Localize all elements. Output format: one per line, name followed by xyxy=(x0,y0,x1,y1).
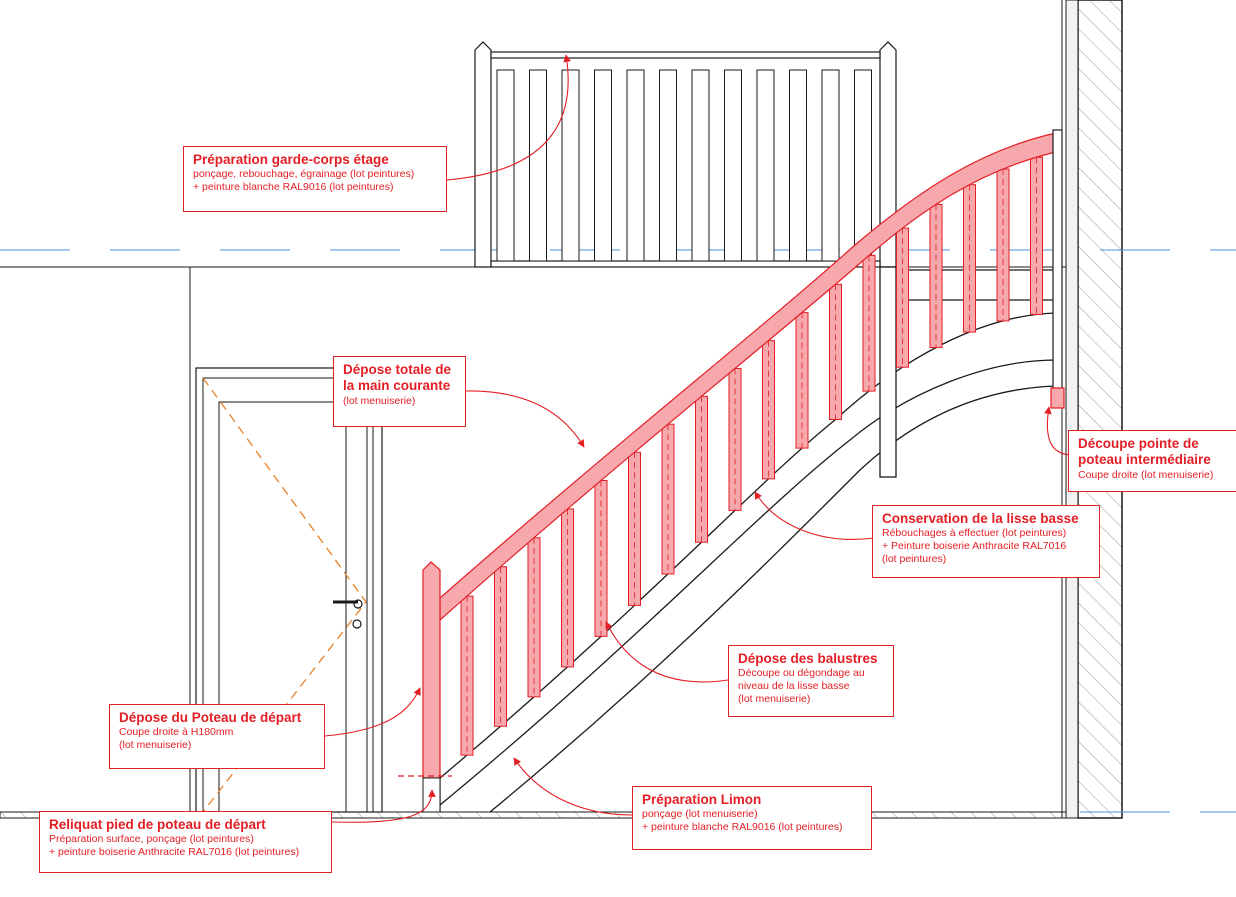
wall xyxy=(1061,0,1123,819)
annotation-title: Reliquat pied de poteau de départ xyxy=(49,817,266,832)
guardrail-baluster xyxy=(529,69,547,262)
intermediate-post xyxy=(1052,129,1063,389)
guardrail-baluster xyxy=(594,69,612,262)
guardrail-baluster xyxy=(691,69,710,262)
annotation-title: Préparation Limon xyxy=(642,792,762,807)
guardrail-baluster xyxy=(821,69,840,262)
annotation-lisse-basse: Conservation de la lisse basse Rébouchag… xyxy=(872,505,1100,578)
annotation-line: (lot menuiserie) xyxy=(343,394,416,407)
annotation-line: + peinture blanche RAL9016 (lot peinture… xyxy=(193,181,394,194)
annotation-poteau-depart: Dépose du Poteau de départ Coupe droite … xyxy=(109,704,325,769)
guardrail-baluster xyxy=(854,69,872,262)
annotation-line: Rébouchages à effectuer (lot peintures) xyxy=(882,527,1067,540)
annotation-line: + peinture boiserie Anthracite RAL7016 (… xyxy=(49,846,300,859)
annotation-line: + Peinture boiserie Anthracite RAL7016 xyxy=(882,540,1067,553)
annotation-poteau-intermediaire: Découpe pointe de poteau intermédiaire C… xyxy=(1068,430,1236,492)
annotation-garde-corps: Préparation garde-corps étage ponçage, r… xyxy=(183,146,447,212)
upper-guardrail xyxy=(474,41,897,268)
annotation-title: Conservation de la lisse basse xyxy=(882,511,1079,526)
annotation-line: (lot menuiserie) xyxy=(738,693,811,706)
annotation-line: + peinture blanche RAL9016 (lot peinture… xyxy=(642,821,843,834)
annotation-title: Dépose du Poteau de départ xyxy=(119,710,302,725)
annotation-title: Dépose des balustres xyxy=(738,651,878,666)
start-post xyxy=(422,561,441,779)
annotation-line: ponçage, rebouchage, égrainage (lot pein… xyxy=(193,168,415,181)
guardrail-baluster xyxy=(659,69,677,262)
annotation-line: Coupe droite à H180mm xyxy=(119,726,234,739)
stair-stringer xyxy=(439,266,1057,813)
annotation-line: Préparation surface, ponçage (lot peintu… xyxy=(49,833,254,846)
guardrail-baluster xyxy=(496,69,515,262)
annotation-title: la main courante xyxy=(343,378,451,394)
annotation-line: ponçage (lot menuiserie) xyxy=(642,808,758,821)
annotation-title: Dépose totale de xyxy=(343,362,452,377)
guardrail-baluster xyxy=(561,69,580,262)
annotation-line: (lot peintures) xyxy=(882,553,947,566)
annotation-line: Coupe droite (lot menuiserie) xyxy=(1078,468,1214,481)
annotation-main-courante: Dépose totale de la main courante (lot m… xyxy=(333,356,466,427)
guardrail-baluster xyxy=(789,69,807,262)
annotation-limon: Préparation Limon ponçage (lot menuiseri… xyxy=(632,786,872,850)
annotation-line: niveau de la lisse basse xyxy=(738,680,850,693)
annotation-title: Découpe pointe de xyxy=(1078,436,1199,451)
guardrail-baluster xyxy=(724,69,742,262)
annotation-title: Préparation garde-corps étage xyxy=(193,152,389,167)
annotation-reliquat: Reliquat pied de poteau de départ Prépar… xyxy=(39,811,332,873)
guardrail-baluster xyxy=(626,69,645,262)
annotation-line: (lot menuiserie) xyxy=(119,739,192,752)
annotation-line: Découpe ou dégondage au xyxy=(738,667,865,680)
guardrail-baluster xyxy=(756,69,775,262)
intermediate-post-tip xyxy=(1050,387,1065,409)
annotation-balustres: Dépose des balustres Découpe ou dégondag… xyxy=(728,645,894,717)
leader-arrows xyxy=(324,54,1074,823)
annotation-title: poteau intermédiaire xyxy=(1078,452,1211,468)
removed-elements xyxy=(398,129,1065,813)
